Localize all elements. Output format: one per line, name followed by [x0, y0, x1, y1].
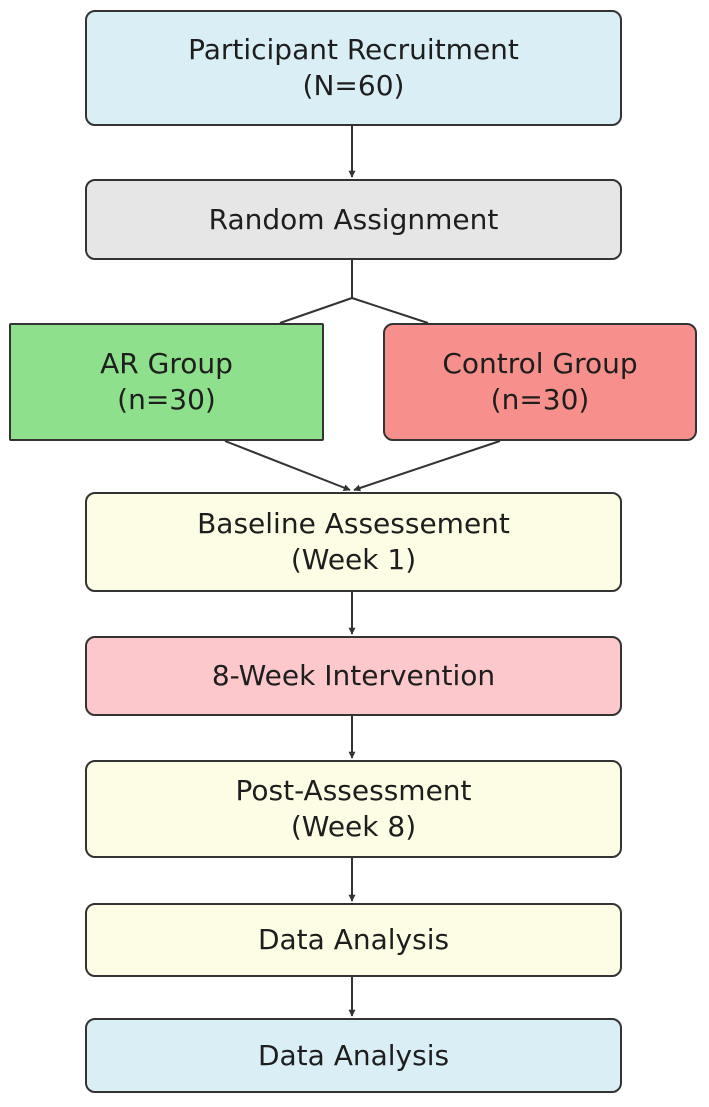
baseline-assessment-week: (Week 1) — [290, 543, 417, 576]
arrow-ar-to-baseline — [224, 440, 351, 491]
control-group-count: (n=30) — [490, 383, 590, 416]
random-assignment-title: Random Assignment — [208, 202, 499, 236]
data-analysis-title: Data Analysis — [257, 923, 450, 956]
final-data-analysis-title: Data Analysis — [257, 1038, 450, 1072]
ar-group-count: (n=30) — [117, 383, 216, 416]
participant-recruitment-box: Participant Recruitment (N=60) — [85, 10, 622, 126]
post-assessment-title: Post-Assessment — [235, 774, 472, 807]
control-group-title: Control Group — [442, 347, 638, 380]
ar-group-box: AR Group (n=30) — [9, 323, 324, 441]
final-data-analysis-box: Data Analysis — [85, 1018, 622, 1093]
baseline-assessment-box: Baseline Assessement (Week 1) — [85, 492, 622, 592]
control-group-box: Control Group (n=30) — [383, 323, 697, 441]
baseline-assessment-title: Baseline Assessement — [197, 507, 510, 540]
arrow-control-to-baseline — [353, 440, 501, 492]
data-analysis-box: Data Analysis — [85, 903, 622, 977]
intervention-title: 8-Week Intervention — [211, 659, 496, 692]
random-assignment-box: Random Assignment — [85, 179, 622, 260]
connector-split-to-ar — [279, 297, 353, 324]
post-assessment-week: (Week 8) — [290, 810, 417, 843]
participant-recruitment-title: Participant Recruitment — [188, 33, 519, 66]
connector-split-to-control — [351, 297, 429, 324]
participant-recruitment-count: (N=60) — [302, 69, 405, 102]
ar-group-title: AR Group — [100, 347, 233, 380]
post-assessment-box: Post-Assessment (Week 8) — [85, 760, 622, 858]
intervention-box: 8-Week Intervention — [85, 636, 622, 716]
